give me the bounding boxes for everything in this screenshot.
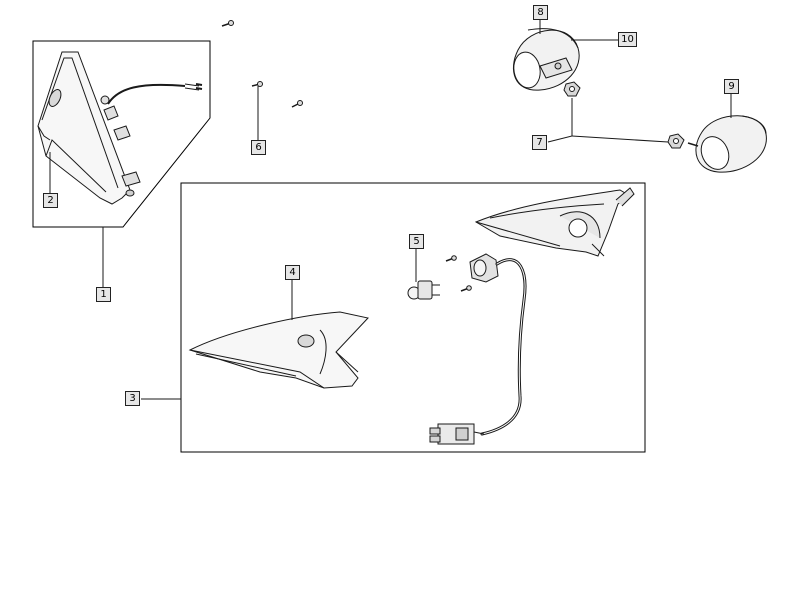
callout-6: 6 [251, 140, 266, 155]
bulb-5 [407, 280, 440, 300]
screw-top [221, 20, 234, 27]
indicator-assembly-1 [37, 51, 203, 205]
screw-middle [291, 100, 303, 108]
callout-2: 2 [43, 193, 58, 208]
callout-8: 8 [533, 5, 548, 20]
screw-frame-1 [445, 255, 457, 262]
screw-6 [251, 81, 263, 87]
callout-5: 5 [409, 234, 424, 249]
rear-indicator-8 [512, 28, 580, 91]
assembly-1-frame [32, 40, 211, 228]
callout-9: 9 [724, 79, 739, 94]
assembly-3-frame [180, 182, 646, 453]
callout-4: 4 [285, 265, 300, 280]
nut-7-upper [563, 81, 581, 97]
callout-10: 10 [618, 32, 637, 47]
lens-4 [188, 311, 369, 389]
rear-indicator-9 [695, 115, 767, 173]
callout-3: 3 [125, 391, 140, 406]
nut-7-lower [667, 133, 699, 149]
callout-7: 7 [532, 135, 547, 150]
callout-1: 1 [96, 287, 111, 302]
indicator-housing-3 [474, 187, 635, 257]
screw-frame-2 [460, 285, 472, 292]
bulb-socket-harness [429, 253, 527, 445]
